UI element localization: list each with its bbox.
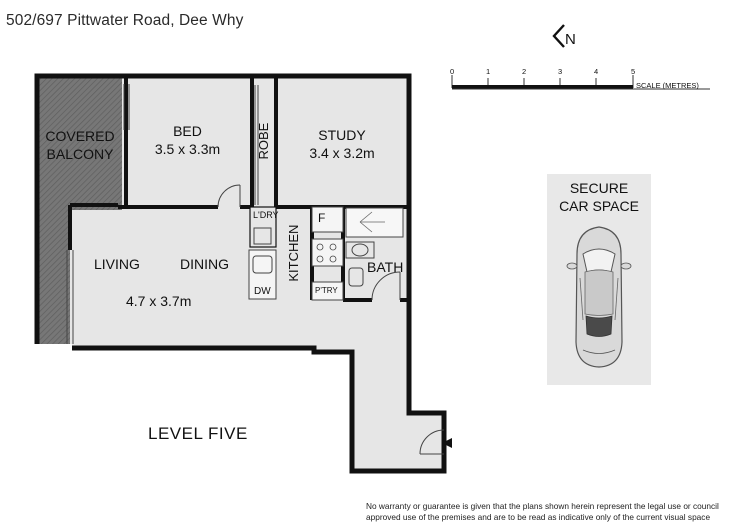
scale-tick-3: 3 — [558, 67, 562, 76]
dining-label: DINING — [180, 256, 229, 272]
car-space-label: SECURE CAR SPACE — [547, 180, 651, 215]
bed-size: 3.5 x 3.3m — [154, 140, 221, 157]
laundry-label: L'DRY — [253, 210, 279, 220]
study-size: 3.4 x 3.2m — [309, 144, 375, 161]
pantry-label: P'TRY — [315, 286, 338, 295]
study-label: STUDY 3.4 x 3.2m — [292, 127, 392, 162]
scale-tick-1: 1 — [486, 67, 490, 76]
robe-label: ROBE — [255, 122, 271, 160]
exterior-wall — [34, 73, 447, 474]
level-label: LEVEL FIVE — [148, 424, 248, 443]
compass-letter: N — [565, 31, 576, 48]
balcony-label: COVERED BALCONY — [40, 128, 120, 163]
entry-arrow-icon — [442, 438, 452, 448]
balcony-label-line1: COVERED — [45, 128, 115, 144]
balcony-label-line2: BALCONY — [46, 145, 114, 162]
disclaimer: No warranty or guarantee is given that t… — [366, 501, 719, 522]
property-address: 502/697 Pittwater Road, Dee Why — [6, 12, 244, 29]
living-dining-size: 4.7 x 3.7m — [126, 293, 192, 309]
car-icon — [566, 226, 632, 368]
north-arrow-icon: N — [552, 24, 576, 48]
scale-tick-0: 0 — [450, 67, 454, 76]
scale-tick-4: 4 — [594, 67, 598, 76]
scale-tick-2: 2 — [522, 67, 526, 76]
study-name: STUDY — [318, 127, 366, 143]
bed-label: BED 3.5 x 3.3m — [135, 123, 240, 158]
scale-label: SCALE (METRES) — [636, 81, 699, 90]
bed-name: BED — [173, 123, 202, 139]
dishwasher-label: DW — [254, 286, 271, 297]
car-space-line2: CAR SPACE — [559, 197, 639, 214]
compass: N — [548, 22, 582, 52]
scale-bar: 0 1 2 3 4 5 SCALE (METRES) — [445, 64, 715, 94]
scale-tick-5: 5 — [631, 67, 635, 76]
car-space-line1: SECURE — [569, 180, 629, 196]
living-label: LIVING — [94, 256, 140, 272]
floor-area — [37, 76, 444, 471]
car-space: SECURE CAR SPACE — [547, 174, 651, 385]
fridge-label: F — [318, 211, 326, 225]
kitchen-label: KITCHEN — [285, 224, 301, 282]
bath-label: BATH — [367, 259, 404, 275]
